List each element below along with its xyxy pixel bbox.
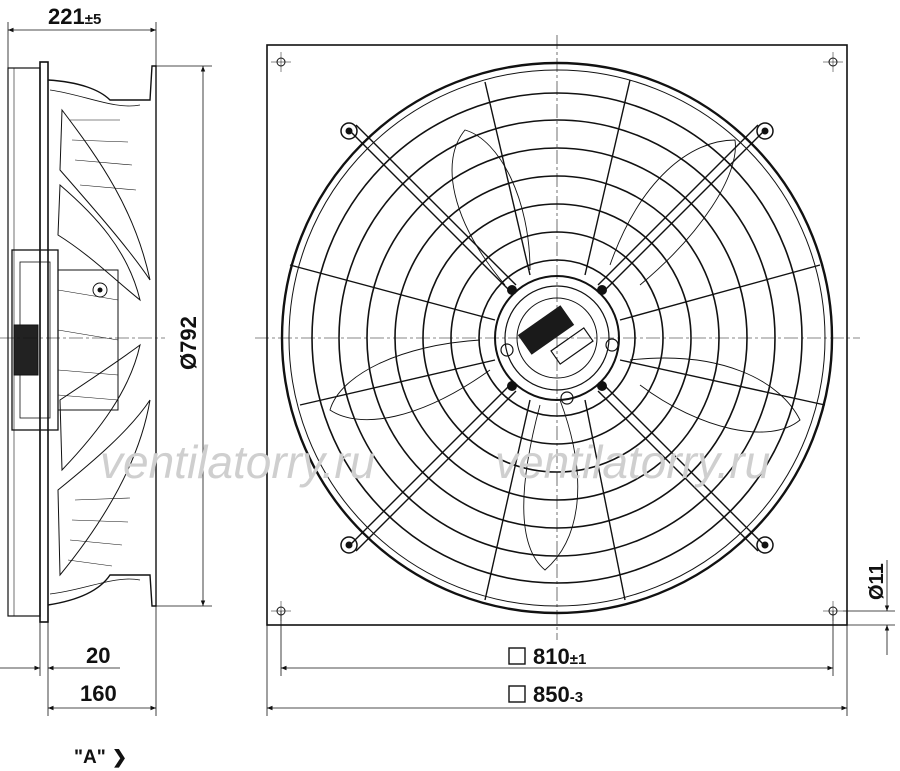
view-label: "A" xyxy=(74,747,106,768)
guard-struts xyxy=(289,79,826,601)
front-dimensions: Ø11 810±1 850-3 xyxy=(266,560,895,716)
view-arrow-icon: ❯ xyxy=(112,747,127,768)
side-dimensions: 221±5 Ø792 20 160 "A" ❯ xyxy=(0,4,212,768)
watermark-2: ventilatorry.ru xyxy=(495,436,770,488)
dim-depth-total: 221±5 xyxy=(48,4,101,29)
motor-hub xyxy=(494,275,620,405)
dim-flange-depth: 20 xyxy=(86,643,110,668)
watermark: ventilatorry.ru xyxy=(100,436,375,488)
dim-hole-spacing: 810±1 xyxy=(533,644,586,669)
dim-hole-diameter: Ø11 xyxy=(866,563,888,600)
guard-rings xyxy=(311,92,803,584)
impeller-blades xyxy=(329,129,801,571)
dim-plate-size: 850-3 xyxy=(533,682,583,707)
side-view xyxy=(0,61,165,623)
front-view xyxy=(255,35,860,640)
guard-feet xyxy=(340,122,774,554)
dim-diameter: Ø792 xyxy=(176,316,201,370)
dim-body-depth: 160 xyxy=(80,681,117,706)
